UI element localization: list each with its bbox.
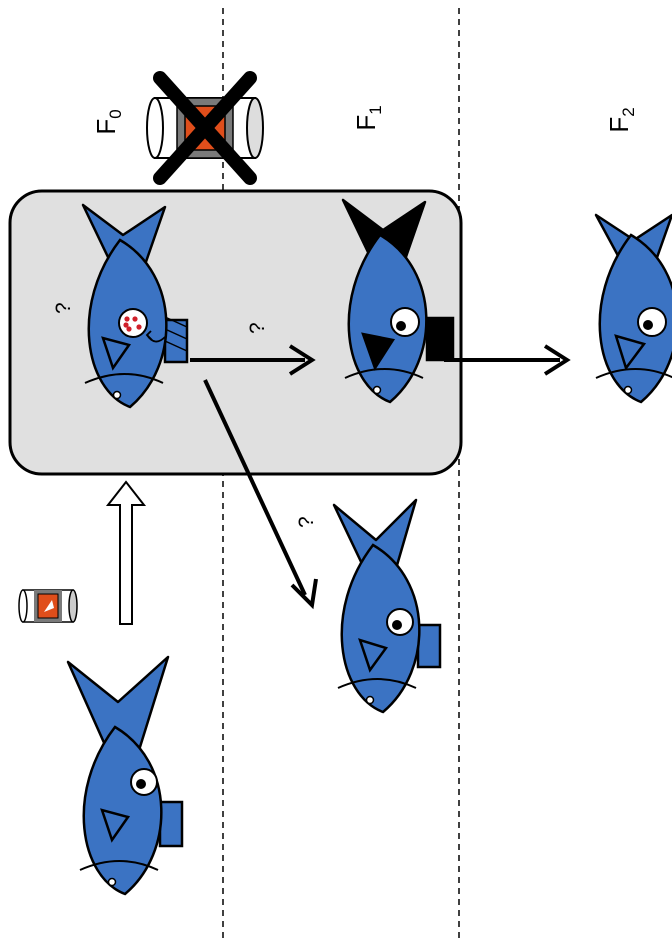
gen-label-base: F bbox=[604, 117, 634, 133]
gen-label-sub: 2 bbox=[619, 107, 638, 116]
generation-label-f1: F1 bbox=[351, 105, 385, 130]
generation-label-f0: F0 bbox=[91, 109, 125, 134]
svg-text:F1: F1 bbox=[351, 105, 385, 130]
fish-exposed-f0 bbox=[81, 203, 189, 409]
arrow-icon bbox=[444, 344, 571, 376]
fish-unexposed-f0 bbox=[66, 655, 184, 896]
gen-label-base: F bbox=[351, 115, 381, 131]
fish-altered-f1 bbox=[341, 198, 455, 404]
fish-f2 bbox=[594, 213, 672, 404]
generation-label-f2: F2 bbox=[604, 107, 638, 132]
hollow-arrow-icon bbox=[105, 480, 147, 625]
question-mark: ? bbox=[295, 516, 318, 528]
crossed-out-can-icon bbox=[146, 71, 264, 185]
gen-label-base: F bbox=[91, 119, 121, 135]
fish-normal-f1 bbox=[332, 498, 442, 714]
gen-label-sub: 1 bbox=[366, 105, 385, 114]
arrow-icon bbox=[203, 379, 318, 610]
svg-text:F0: F0 bbox=[91, 109, 125, 134]
svg-text:F2: F2 bbox=[604, 107, 638, 132]
arrow-icon bbox=[190, 344, 316, 376]
gen-label-sub: 0 bbox=[106, 109, 125, 118]
question-mark: ? bbox=[246, 322, 269, 334]
tin-can-icon bbox=[18, 589, 78, 623]
question-mark: ? bbox=[52, 302, 75, 314]
